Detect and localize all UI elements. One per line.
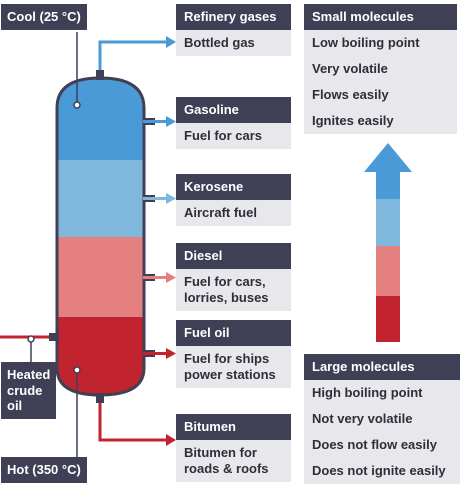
arrow-refinery-gases: [166, 36, 176, 48]
fraction-use-gasoline: Fuel for cars: [176, 123, 291, 149]
fraction-use-diesel: Fuel for cars, lorries, buses: [176, 269, 291, 311]
fraction-name-gasoline: Gasoline: [176, 97, 291, 123]
fraction-name-bitumen: Bitumen: [176, 414, 291, 440]
molecule-size-arrow: [364, 143, 412, 342]
fraction-use-fuel-oil: Fuel for ships power stations: [176, 346, 291, 388]
hot-pointer-dot: [73, 366, 81, 374]
small-molecules-header: Small molecules: [304, 4, 457, 30]
fraction-name-diesel: Diesel: [176, 243, 291, 269]
small-prop-4: Ignites easily: [304, 108, 457, 134]
large-prop-3: Does not flow easily: [304, 432, 460, 458]
large-prop-2: Not very volatile: [304, 406, 460, 432]
column-bands: [57, 78, 144, 395]
arrow-kerosene: [166, 193, 176, 204]
inlet-nozzle: [49, 333, 59, 341]
pipe-refinery-gases: [98, 40, 166, 70]
small-prop-2: Very volatile: [304, 56, 457, 82]
arrow-diesel: [166, 272, 176, 283]
fraction-name-kerosene: Kerosene: [176, 174, 291, 200]
bottom-nozzle: [96, 393, 104, 403]
large-prop-4: Does not ignite easily: [304, 458, 460, 484]
arrow-bitumen: [166, 434, 176, 446]
arrow-fuel-oil: [166, 348, 176, 359]
small-prop-3: Flows easily: [304, 82, 457, 108]
crude-pointer-dot: [27, 335, 35, 343]
heated-crude-label: Heated crude oil: [1, 362, 56, 419]
fraction-name-fuel-oil: Fuel oil: [176, 320, 291, 346]
small-prop-1: Low boiling point: [304, 30, 457, 56]
fraction-use-kerosene: Aircraft fuel: [176, 200, 291, 226]
fraction-use-bottled-gas: Bottled gas: [176, 30, 291, 56]
cool-label: Cool (25 °C): [1, 4, 87, 30]
band-red: [57, 317, 144, 395]
cool-pointer-dot: [73, 101, 81, 109]
fraction-name-refinery-gases: Refinery gases: [176, 4, 291, 30]
top-nozzle: [96, 70, 104, 80]
band-light-blue: [57, 160, 144, 237]
band-cool-blue: [57, 78, 144, 160]
large-molecules-header: Large molecules: [304, 354, 460, 380]
pipe-bitumen: [98, 403, 166, 442]
hot-label: Hot (350 °C): [1, 457, 87, 483]
large-prop-1: High boiling point: [304, 380, 460, 406]
fraction-use-bitumen: Bitumen for roads & roofs: [176, 440, 291, 482]
arrow-gasoline: [166, 116, 176, 127]
band-pink: [57, 237, 144, 317]
